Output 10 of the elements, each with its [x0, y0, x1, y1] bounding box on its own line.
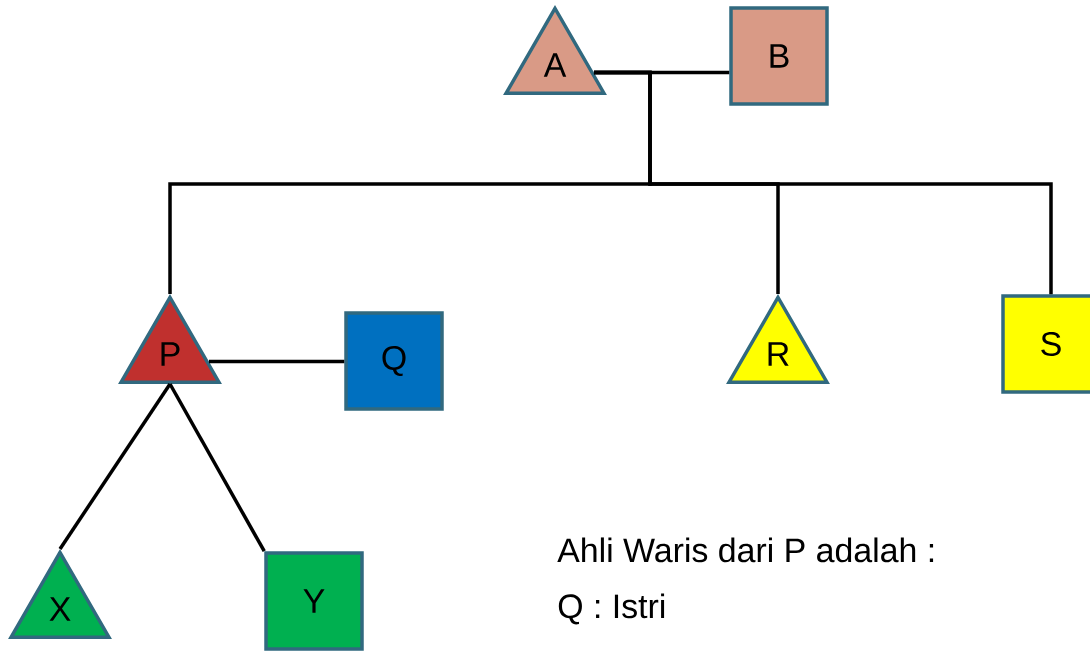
square-node: Q: [344, 311, 444, 411]
note-text: Q : Istri: [558, 593, 665, 625]
connector-line: [209, 359, 345, 364]
connector-line: [594, 70, 1053, 295]
connector-line: [58, 383, 172, 550]
square-node: B: [729, 6, 829, 106]
square-node: S: [1001, 294, 1090, 394]
square-node: Y: [264, 551, 364, 651]
note-text: Ahli Waris dari P adalah :: [557, 537, 934, 563]
connector-line: [168, 383, 266, 553]
